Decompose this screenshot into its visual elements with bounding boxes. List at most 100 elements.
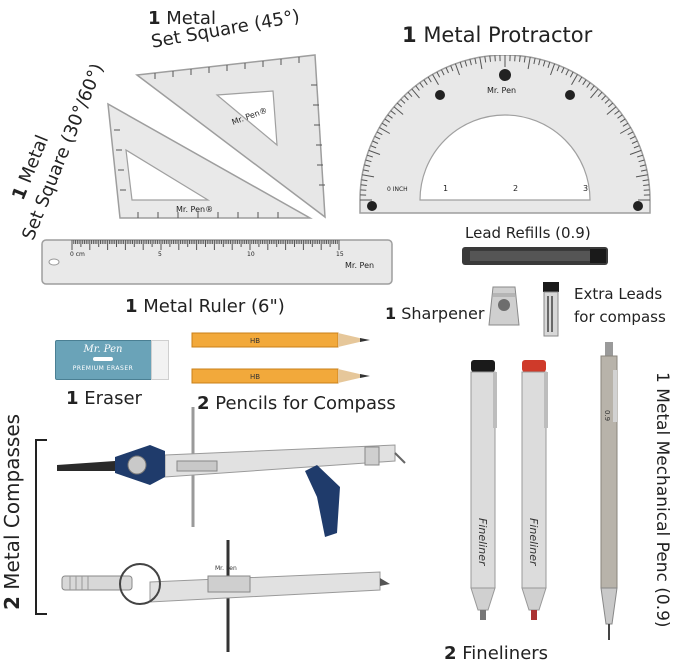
protractor-tick xyxy=(527,57,531,70)
fineliners-count: 2 xyxy=(444,643,457,664)
compass-2-image: Mr. Pen xyxy=(61,540,390,652)
protractor-image: Mr. Pen 0 INCH 1 2 3 xyxy=(359,55,651,214)
protractor-tick xyxy=(432,74,439,86)
protractor-tick xyxy=(569,71,574,78)
protractor-tick xyxy=(565,69,570,76)
protractor-tick xyxy=(643,184,650,186)
protractor-tick xyxy=(642,179,649,182)
protractor-tick xyxy=(379,127,391,134)
protractor-tick xyxy=(368,149,381,155)
pencils-count: 2 xyxy=(197,393,210,414)
sharpener-text: Sharpener xyxy=(401,304,485,323)
ruler-brand: Mr. Pen xyxy=(345,261,374,270)
protractor-tick xyxy=(381,122,388,127)
protractor-inch-2: 2 xyxy=(513,184,518,193)
protractor-tick xyxy=(407,91,413,98)
protractor-tick xyxy=(547,61,551,68)
compass-bracket xyxy=(35,439,47,615)
protractor-tick xyxy=(365,159,372,163)
protractor-tick xyxy=(590,88,599,99)
protractor-inch-3: 3 xyxy=(583,184,588,193)
set-square-3060-image: Mr. Pen® xyxy=(107,102,313,219)
protractor-tick xyxy=(419,82,424,88)
protractor-tick xyxy=(364,164,371,167)
protractor-tick xyxy=(633,145,640,149)
protractor-text: Metal Protractor xyxy=(423,23,593,47)
protractor-tick xyxy=(469,59,472,66)
protractor-tick xyxy=(489,55,491,62)
mechanical-pencil-count: 1 xyxy=(652,372,672,383)
set-square-45-label: 1 Metal xyxy=(148,10,216,28)
protractor-tick xyxy=(614,110,620,115)
protractor-tick xyxy=(479,57,483,70)
protractor-tick xyxy=(638,159,645,163)
protractor-tick xyxy=(427,76,432,83)
compasses-label: 2 Metal Compasses xyxy=(0,413,24,610)
protractor-tick xyxy=(597,91,603,98)
fineliners-text: Fineliners xyxy=(462,643,549,664)
protractor-tick xyxy=(440,69,445,76)
protractor-tick xyxy=(362,174,375,178)
pencils-label: 2 Pencils for Compass xyxy=(197,395,396,413)
protractor-tick xyxy=(604,98,610,104)
mechanical-pencil-mark: 0.9 xyxy=(603,410,611,421)
mechanical-pencil-label: 1 Metal Mechanical Penc (0.9) xyxy=(652,372,672,628)
protractor-tick xyxy=(403,95,409,101)
protractor-tick xyxy=(556,65,560,72)
lead-refills-image xyxy=(462,247,608,265)
eraser-subtitle: PREMIUM ERASER xyxy=(72,365,134,372)
protractor-inch-1: 1 xyxy=(443,184,448,193)
protractor-tick xyxy=(606,106,617,115)
protractor-tick xyxy=(459,61,463,68)
ruler-image: Mr. Pen 0 cm 5 10 15 xyxy=(41,239,393,285)
protractor-tick xyxy=(601,95,607,101)
fineliner-red-text: Fineliner xyxy=(527,518,540,567)
protractor-tick xyxy=(617,114,623,119)
protractor-inch-0: 0 INCH xyxy=(387,186,408,193)
ruler-label: 1 Metal Ruler (6") xyxy=(125,298,285,316)
eraser-label: 1 Eraser xyxy=(66,390,142,408)
ruler-cm-0: 0 cm xyxy=(70,251,85,258)
protractor-tick xyxy=(393,106,404,115)
eraser-image: Mr. Pen PREMIUM ERASER xyxy=(55,340,169,380)
protractor-tick xyxy=(627,131,634,136)
protractor-tick xyxy=(629,135,636,140)
protractor-tick xyxy=(561,67,565,74)
protractor-tick xyxy=(519,55,521,62)
protractor-tick xyxy=(590,85,595,91)
protractor-tick xyxy=(384,118,391,123)
protractor-tick xyxy=(607,102,614,108)
compass-1-image xyxy=(57,407,406,537)
pencil-1-image: HB xyxy=(191,332,370,348)
protractor-tick xyxy=(445,67,449,74)
protractor-tick xyxy=(523,56,526,63)
protractor-tick xyxy=(619,118,626,123)
fineliner-red-image: Fineliner xyxy=(521,360,548,620)
set-square-3060-count: 1 xyxy=(8,183,33,204)
protractor-tick xyxy=(400,98,406,104)
compasses-count: 2 xyxy=(0,596,24,610)
protractor-tick xyxy=(542,60,546,67)
mechanical-pencil-image: 0.9 xyxy=(600,342,618,640)
set-square-45-image: Mr. Pen® xyxy=(135,54,326,219)
fineliners-label: 2 Fineliners xyxy=(444,645,548,663)
protractor-tick xyxy=(639,164,646,167)
protractor-brand: Mr. Pen xyxy=(487,86,516,95)
protractor-tick xyxy=(571,74,578,86)
protractor-tick xyxy=(631,140,638,144)
protractor-tick xyxy=(484,56,487,63)
protractor-tick xyxy=(550,63,556,76)
protractor-tick xyxy=(637,154,644,158)
protractor-tick xyxy=(370,145,377,149)
ruler-count: 1 xyxy=(125,296,138,317)
protractor-tick xyxy=(372,140,379,144)
pencils-text: Pencils for Compass xyxy=(215,393,396,414)
protractor-tick xyxy=(533,58,536,65)
compasses-text: Metal Compasses xyxy=(0,413,24,590)
protractor-label: 1 Metal Protractor xyxy=(402,25,592,46)
extra-leads-label-2: for compass xyxy=(574,308,666,326)
ruler-text: Metal Ruler (6") xyxy=(143,296,285,317)
fineliner-black-image: Fineliner xyxy=(470,360,497,620)
set-square-45-count: 1 xyxy=(148,8,161,29)
protractor-tick xyxy=(578,76,583,83)
